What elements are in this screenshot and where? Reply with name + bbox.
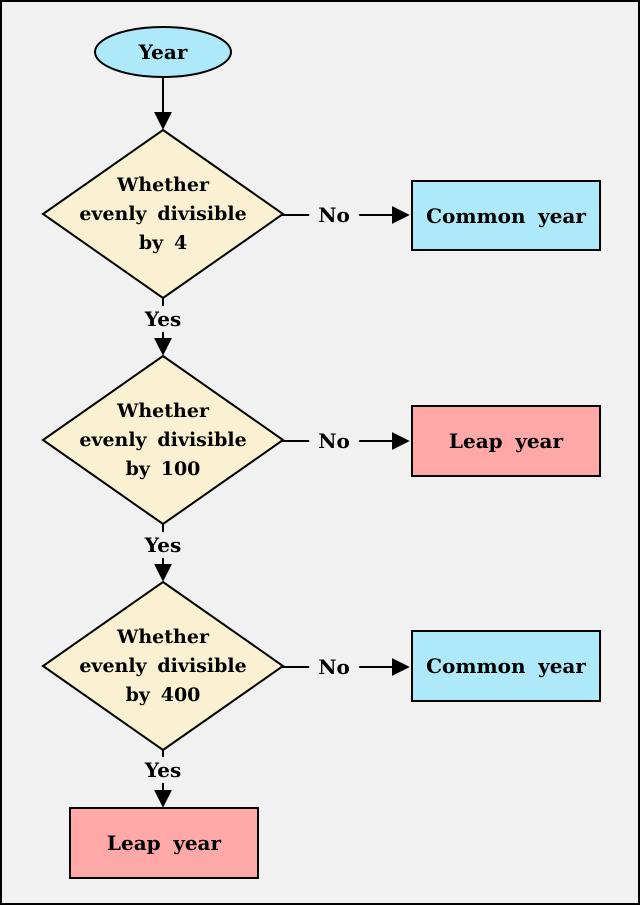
result-label-leap-year-1: Leap year [448,429,564,453]
result-label-common-year-1: Common year [426,203,586,228]
result-box-leap-year-2 [69,807,259,879]
result-box-common-year-2 [411,630,601,702]
decision-label-line: by 400 [125,683,201,706]
decision-label-line: by 4 [138,231,188,254]
result-label-common-year-2: Common year [426,654,586,678]
decision-label-line: by 100 [125,457,201,480]
decision-label-line: Whether [117,173,209,196]
edge-label-no-2: No [309,428,359,454]
decision-label-line: Whether [117,399,209,422]
result-box-leap-year-1 [411,405,601,477]
decision-label-line: evenly divisible [79,202,247,225]
result-label-leap-year-2: Leap year [106,831,222,855]
decision-diamond-divisible-by-100 [41,354,285,526]
edge-label-yes-2: Yes [135,532,191,558]
decision-diamond-divisible-by-400 [41,580,285,752]
start-terminator-ellipse [94,26,232,78]
decision-label-divisible-by-4: Whether evenly divisible by 4 [43,170,283,258]
edge-label-no-3: No [309,654,359,680]
edge-label-no-1: No [309,202,359,228]
decision-label-line: evenly divisible [79,654,247,677]
edge-label-yes-3: Yes [135,757,191,783]
start-label: Year [138,40,188,64]
decision-label-line: evenly divisible [79,428,247,451]
decision-label-divisible-by-400: Whether evenly divisible by 400 [43,622,283,710]
decision-label-divisible-by-100: Whether evenly divisible by 100 [43,396,283,484]
decision-diamond-divisible-by-4 [41,128,285,300]
decision-label-line: Whether [117,625,209,648]
result-box-common-year-1 [411,180,601,251]
edge-label-yes-1: Yes [135,306,191,332]
